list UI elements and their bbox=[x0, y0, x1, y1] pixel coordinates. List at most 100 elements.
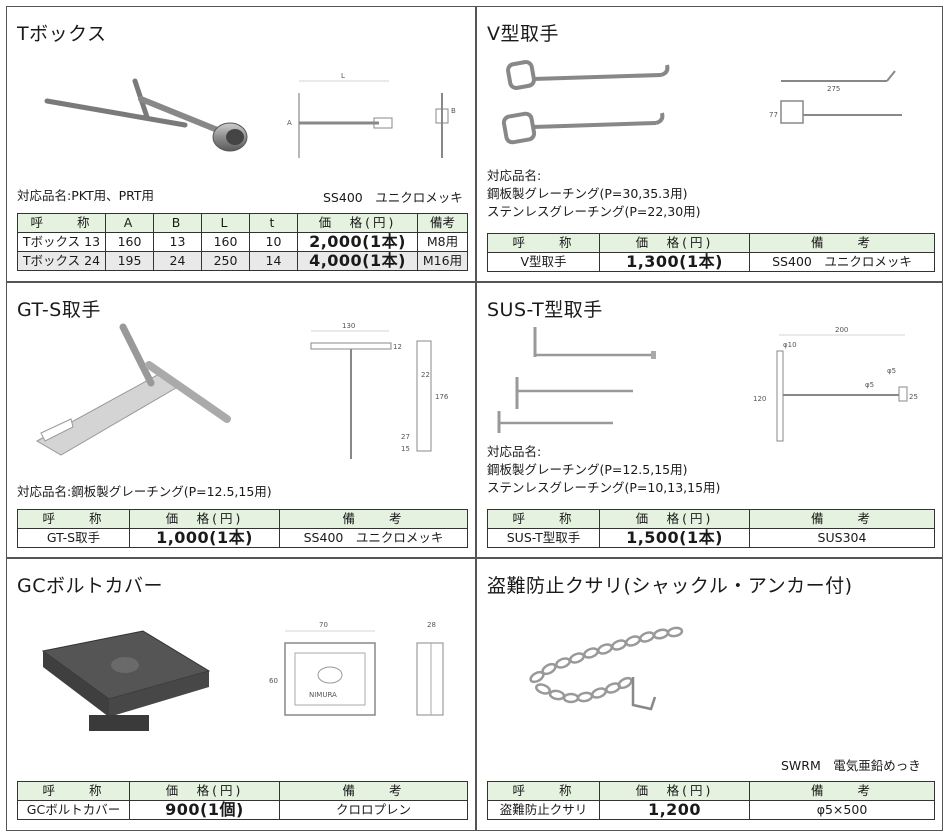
table-row: 盗難防止クサリ 1,200 φ5×500 bbox=[487, 800, 935, 820]
column-header: 呼 称 bbox=[487, 233, 600, 253]
column-header: 備 考 bbox=[749, 781, 935, 801]
panel-title: GT-S取手 bbox=[17, 299, 101, 321]
price-cell: 1,000(1本) bbox=[129, 528, 280, 548]
table-row: GT-S取手 1,000(1本) SS400 ユニクロメッキ bbox=[17, 528, 468, 548]
panel-title: GCボルトカバー bbox=[17, 575, 163, 597]
column-header: 呼 称 bbox=[17, 781, 130, 801]
dim-label-c: 15 bbox=[401, 445, 410, 453]
t-box-drawing: L A B bbox=[287, 72, 456, 158]
t-box-photo bbox=[44, 78, 248, 152]
column-header: 備 考 bbox=[749, 509, 935, 529]
compatible-products: 対応品名: 鋼板製グレーチング(P=12.5,15用) ステンレスグレーチング(… bbox=[487, 443, 720, 497]
column-header: 備 考 bbox=[279, 781, 468, 801]
compat-line: 対応品名: bbox=[487, 168, 542, 183]
price-cell: 900(1個) bbox=[129, 800, 280, 820]
material-spec: SWRM 電気亜鉛めっき bbox=[781, 758, 921, 773]
panel-gc-bolt-cover: GCボルトカバー 70 NIMURA 60 28 呼 称 価 格(円) bbox=[6, 558, 476, 831]
gt-s-photo bbox=[35, 323, 231, 456]
material-spec: SS400 ユニクロメッキ bbox=[323, 190, 463, 205]
v-handle-spec-table: 呼 称 価 格(円) 備 考 V型取手 1,300(1本) SS400 ユニクロ… bbox=[487, 233, 935, 272]
compat-line: 対応品名: bbox=[487, 444, 542, 459]
table-cell: Tボックス 24 bbox=[17, 251, 106, 271]
table-cell: 195 bbox=[105, 251, 154, 271]
price-cell: 1,500(1本) bbox=[599, 528, 750, 548]
gc-bolt-cover-photo bbox=[41, 630, 211, 731]
anti-theft-chain-photo bbox=[529, 626, 684, 711]
dim-label-d1: φ10 bbox=[783, 341, 797, 349]
dim-label-width: 200 bbox=[835, 326, 848, 334]
sus-t-spec-table: 呼 称 価 格(円) 備 考 SUS-T型取手 1,500(1本) SUS304 bbox=[487, 509, 935, 548]
table-cell: GCボルトカバー bbox=[17, 800, 130, 820]
dim-label-d3: φ5 bbox=[887, 367, 896, 375]
table-cell: GT-S取手 bbox=[17, 528, 130, 548]
compatible-products: 対応品名: 鋼板製グレーチング(P=30,35.3用) ステンレスグレーチング(… bbox=[487, 167, 701, 221]
price-cell: 2,000(1本) bbox=[297, 232, 418, 252]
column-header: 備 考 bbox=[749, 233, 935, 253]
dim-label-d2: φ5 bbox=[865, 381, 874, 389]
panel-anti-theft-chain: 盗難防止クサリ(シャックル・アンカー付) bbox=[476, 558, 943, 831]
table-cell: Tボックス 13 bbox=[17, 232, 106, 252]
column-header: 呼 称 bbox=[17, 509, 130, 529]
table-cell: 14 bbox=[249, 251, 298, 271]
compat-line: ステンレスグレーチング(P=22,30用) bbox=[487, 204, 701, 219]
dim-label-height: 176 bbox=[435, 393, 449, 401]
dim-label-thickness: 12 bbox=[393, 343, 402, 351]
dim-label-length: 275 bbox=[827, 85, 840, 93]
gt-s-drawing: 130 12 176 22 27 15 bbox=[310, 322, 449, 459]
gc-bolt-cover-spec-table: 呼 称 価 格(円) 備 考 GCボルトカバー 900(1個) クロロプレン bbox=[17, 781, 468, 820]
table-cell: 盗難防止クサリ bbox=[487, 800, 600, 820]
column-header: 価 格(円) bbox=[129, 781, 280, 801]
table-cell: V型取手 bbox=[487, 252, 600, 272]
panel-gt-s-handle: GT-S取手 130 12 176 22 27 15 対応品名:鋼板製グレーチン… bbox=[6, 282, 476, 558]
column-header: 備考 bbox=[417, 213, 468, 233]
panel-title: SUS-T型取手 bbox=[487, 299, 603, 321]
column-header: 価 格(円) bbox=[599, 781, 750, 801]
table-cell: φ5×500 bbox=[749, 800, 935, 820]
table-cell: SS400 ユニクロメッキ bbox=[749, 252, 935, 272]
dim-label-height: 120 bbox=[753, 395, 766, 403]
dim-label-height: 77 bbox=[769, 111, 778, 119]
table-cell: 250 bbox=[201, 251, 250, 271]
dim-label-s: 25 bbox=[909, 393, 918, 401]
dim-label-depth: 28 bbox=[427, 621, 436, 629]
compat-line: ステンレスグレーチング(P=10,13,15用) bbox=[487, 480, 721, 495]
column-header: 価 格(円) bbox=[297, 213, 418, 233]
table-row: Tボックス 13 160 13 160 10 2,000(1本) M8用 bbox=[17, 232, 468, 252]
dim-label-width: 130 bbox=[342, 322, 355, 330]
panel-title: 盗難防止クサリ(シャックル・アンカー付) bbox=[487, 575, 853, 597]
v-handle-photo bbox=[501, 60, 670, 145]
dim-label-width: 70 bbox=[319, 621, 328, 629]
column-header: L bbox=[201, 213, 250, 233]
brand-label: NIMURA bbox=[309, 691, 337, 699]
dim-label-a: A bbox=[287, 119, 292, 127]
dim-label-a: 22 bbox=[421, 371, 430, 379]
table-row: GCボルトカバー 900(1個) クロロプレン bbox=[17, 800, 468, 820]
gt-s-spec-table: 呼 称 価 格(円) 備 考 GT-S取手 1,000(1本) SS400 ユニ… bbox=[17, 509, 468, 548]
table-cell: SUS304 bbox=[749, 528, 935, 548]
panel-title: V型取手 bbox=[487, 23, 559, 45]
v-handle-drawing: 275 77 bbox=[769, 70, 902, 124]
panel-t-box: Tボックス L A B 対応品名:PKT用、PRT用 SS40 bbox=[6, 6, 476, 282]
column-header: 備 考 bbox=[279, 509, 468, 529]
compatible-products: 対応品名:PKT用、PRT用 bbox=[17, 188, 155, 203]
table-cell: 160 bbox=[105, 232, 154, 252]
dim-label-b: 27 bbox=[401, 433, 410, 441]
panel-title: Tボックス bbox=[17, 23, 107, 45]
column-header: 呼 称 bbox=[487, 781, 600, 801]
price-cell: 1,200 bbox=[599, 800, 750, 820]
t-box-spec-table: 呼 称 A B L t 価 格(円) 備考 Tボックス 13 160 13 16… bbox=[17, 213, 468, 271]
table-cell: クロロプレン bbox=[279, 800, 468, 820]
table-row: SUS-T型取手 1,500(1本) SUS304 bbox=[487, 528, 935, 548]
table-cell: SS400 ユニクロメッキ bbox=[279, 528, 468, 548]
table-cell: M8用 bbox=[417, 232, 468, 252]
dim-label-b: B bbox=[451, 107, 456, 115]
compatible-products: 対応品名:鋼板製グレーチング(P=12.5,15用) bbox=[17, 484, 272, 499]
column-header: 呼 称 bbox=[487, 509, 600, 529]
sus-t-drawing: 200 φ10 120 φ5 φ5 25 bbox=[753, 326, 918, 442]
column-header: t bbox=[249, 213, 298, 233]
dim-label-l: L bbox=[341, 72, 345, 80]
panel-v-handle: V型取手 275 77 対応品名: 鋼板製グレーチング(P=30,35.3用) … bbox=[476, 6, 943, 282]
compat-line: 鋼板製グレーチング(P=30,35.3用) bbox=[487, 186, 688, 201]
compat-line: 鋼板製グレーチング(P=12.5,15用) bbox=[487, 462, 688, 477]
price-cell: 4,000(1本) bbox=[297, 251, 418, 271]
